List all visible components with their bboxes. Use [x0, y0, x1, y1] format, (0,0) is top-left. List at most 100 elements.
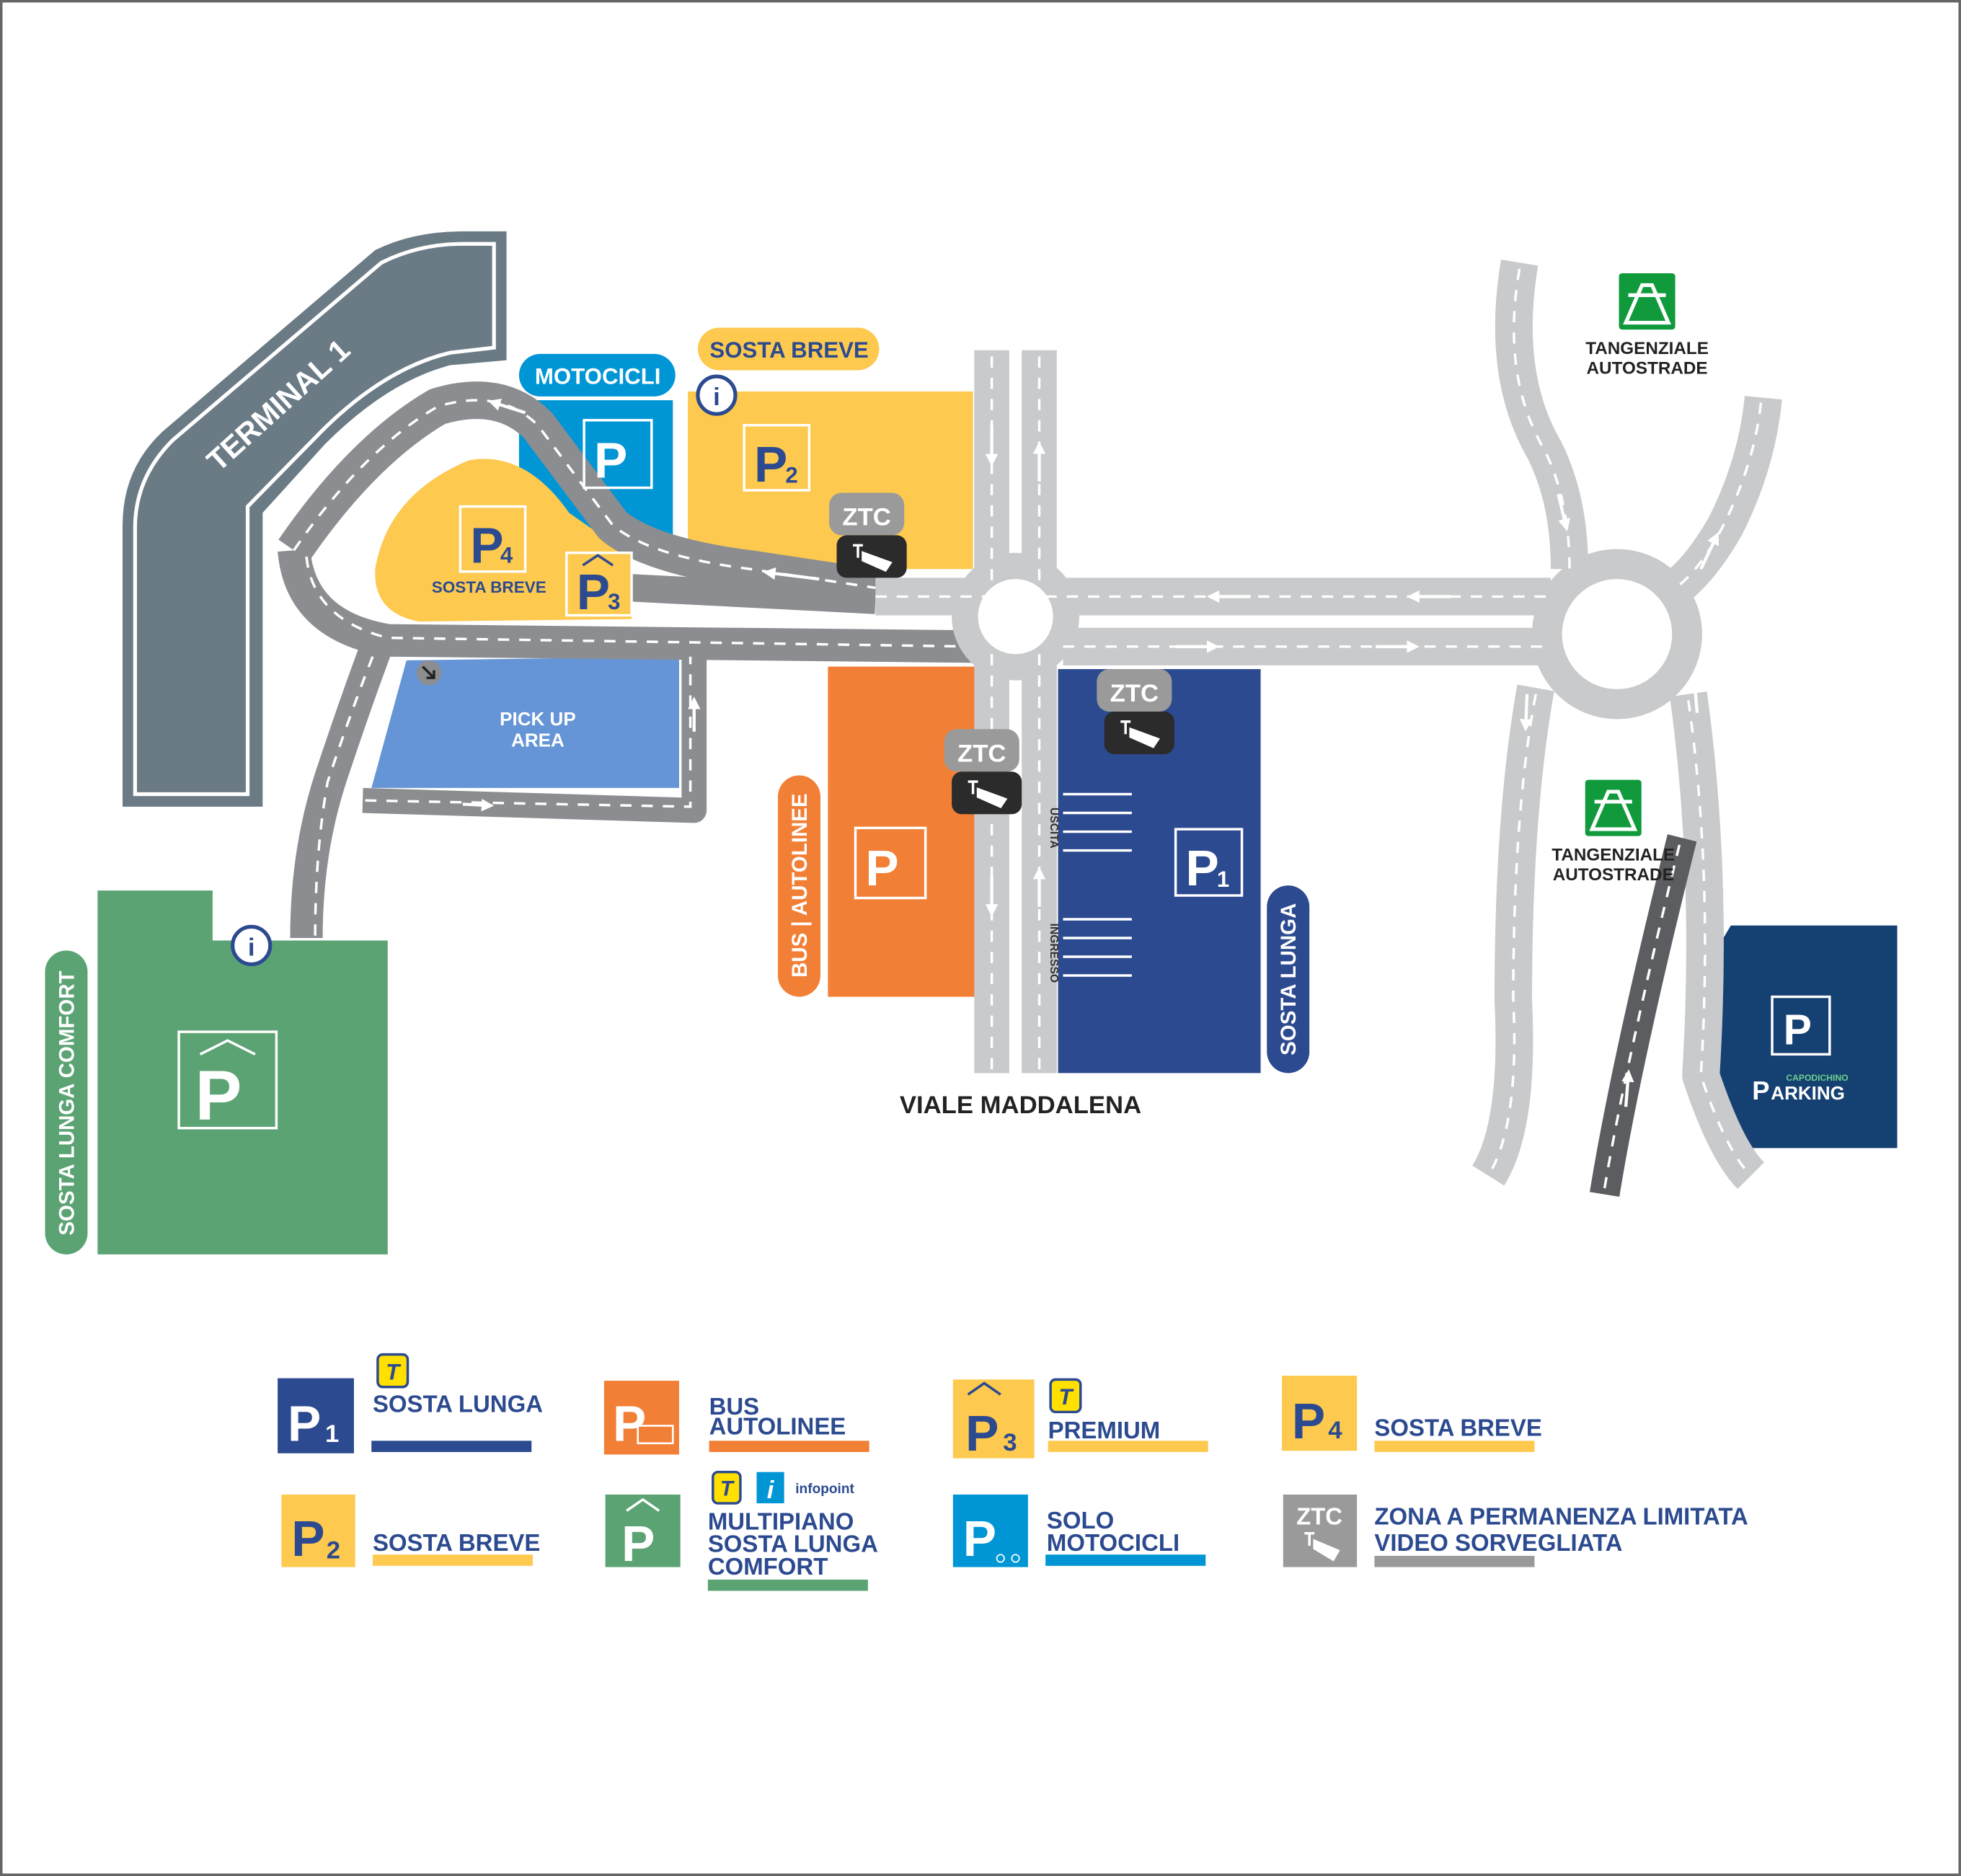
legend-t-badge-text: T	[720, 1477, 735, 1501]
ztc-camera-sign: ZTC	[944, 729, 1022, 815]
legend-multi-1-text: MULTIPIANO	[708, 1508, 854, 1534]
map-p-letter-text: P	[754, 436, 787, 492]
ingresso-label: INGRESSO	[1048, 924, 1060, 983]
map-n3-text: 3	[608, 589, 620, 614]
terminal-roads	[278, 381, 976, 939]
capodichino-area	[1701, 925, 1898, 1149]
ztc-camera-sign: ZTC	[1097, 669, 1174, 755]
p2-sign: P2	[743, 424, 811, 492]
camera-icon	[1304, 1531, 1340, 1562]
map-p-letter-text: P	[1784, 1006, 1812, 1053]
legend-i-badge-text: i	[767, 1477, 775, 1504]
map-p-letter-text: P	[291, 1510, 324, 1567]
legend-ztc-box-text: ZTC	[1296, 1503, 1342, 1530]
pickup-label-2: AREA	[511, 730, 565, 751]
legend-p2-text: SOSTA BREVE	[373, 1529, 540, 1556]
legend-bus-1-text: BUS	[709, 1393, 760, 1420]
p4-label: SOSTA BREVE	[432, 578, 546, 596]
p1-sign: P1	[1174, 828, 1244, 897]
bus-sign: P	[854, 826, 927, 900]
legend-p3-text: PREMIUM	[1048, 1417, 1161, 1443]
pickup-area	[371, 656, 679, 788]
uscita-label: USCITA	[1048, 808, 1060, 849]
legend-moto-1-text: SOLO	[1047, 1507, 1114, 1534]
map-p-letter-text: P	[613, 1395, 646, 1451]
comfort-pill: SOSTA LUNGA COMFORT	[45, 950, 88, 1255]
bus-pill-label: BUS | AUTOLINEE	[788, 793, 812, 977]
legend-item-motocicli: P SOLO MOTOCICLI	[952, 1494, 1206, 1567]
map-capodichino-small-text: CAPODICHINO	[1786, 1073, 1848, 1083]
map-info-text: i	[713, 384, 720, 411]
map-ztc-text: ZTC	[842, 504, 890, 531]
map-ztc-text: ZTC	[957, 740, 1006, 767]
legend-t-badge-text: T	[386, 1359, 402, 1384]
map-p-letter-text: P	[594, 433, 627, 489]
p3-sign: P3	[565, 551, 633, 620]
legend-item-bus: P BUS AUTOLINEE	[603, 1381, 869, 1455]
legend-moto-2-text: MOTOCICLI	[1047, 1529, 1179, 1556]
legend-p1-text: SOSTA LUNGA	[373, 1390, 543, 1417]
map-ztc-text: ZTC	[1110, 680, 1159, 707]
map-p-letter-text: P	[865, 840, 898, 896]
sosta-breve-pill: SOSTA BREVE	[697, 327, 880, 371]
map-p-letter-text: P	[963, 1510, 996, 1567]
map-p-letter-text: P	[288, 1395, 321, 1451]
info-icon: i	[231, 924, 273, 967]
legend-item-ztc: ZTC ZONA A PERMANENZA LIMITATA VIDEO SOR…	[1283, 1494, 1748, 1567]
highway-sign-north: TANGENZIALE AUTOSTRADE	[1585, 272, 1709, 379]
map-p-letter-text: P	[195, 1056, 242, 1135]
p4-sign: P4 SOSTA BREVE	[432, 505, 546, 596]
p2-area	[688, 391, 973, 570]
info-icon: i	[696, 374, 738, 416]
map-n2-text: 2	[785, 463, 797, 488]
viale-maddalena-roads	[875, 260, 1782, 1197]
motocicli-pill-label: MOTOCICLI	[535, 364, 661, 389]
map-p-letter-text: P	[470, 518, 503, 574]
capodichino-sign: P CAPODICHINO P ARKING	[1752, 995, 1849, 1105]
map-n4-text: 4	[1328, 1417, 1342, 1444]
comfort-sign: P	[177, 1030, 278, 1135]
motorway-icon	[1589, 789, 1638, 831]
comfort-area	[97, 890, 388, 1255]
legend-multi-2-text: SOSTA LUNGA	[708, 1531, 878, 1557]
bus-area	[828, 666, 978, 997]
map-p-letter-text: P	[965, 1405, 999, 1461]
map-n1-text: 1	[1217, 867, 1229, 892]
map-n3-text: 3	[1003, 1429, 1017, 1456]
map-highway-line1-text: TANGENZIALE	[1585, 339, 1709, 358]
legend-multi-3-text: COMFORT	[708, 1553, 828, 1580]
legend-bus-2-text: AUTOLINEE	[709, 1413, 846, 1440]
motocicli-sign: P	[583, 419, 653, 490]
map-p-letter-text: P	[621, 1516, 655, 1572]
highway-sign-south: TANGENZIALE AUTOSTRADE	[1551, 778, 1675, 885]
parking-stalls	[1063, 792, 1132, 977]
sosta-lunga-pill-label: SOSTA LUNGA	[1277, 903, 1301, 1056]
map-n2-text: 2	[327, 1536, 340, 1564]
legend-ztc-1-text: ZONA A PERMANENZA LIMITATA	[1374, 1503, 1748, 1530]
map-info-text: i	[248, 934, 255, 961]
legend-infopoint-text: infopoint	[795, 1482, 854, 1497]
map-capodichino-big-text: ARKING	[1771, 1082, 1845, 1104]
camera-icon	[968, 780, 1008, 809]
sosta-lunga-pill: SOSTA LUNGA	[1267, 885, 1310, 1074]
map-capodichino-big-p-text: P	[1752, 1076, 1769, 1105]
map-highway-line1-text: TANGENZIALE	[1551, 845, 1675, 864]
comfort-pill-label: SOSTA LUNGA COMFORT	[55, 970, 79, 1235]
map-highway-line2-text: AUTOSTRADE	[1553, 865, 1674, 885]
legend-item-multipiano: P T i infopoint MULTIPIANO SOSTA LUNGA C…	[605, 1470, 878, 1591]
pickup-label: PICK UP	[500, 708, 576, 730]
sosta-breve-pill-label: SOSTA BREVE	[709, 337, 868, 363]
arrow-icon	[416, 660, 442, 686]
bus-pill: BUS | AUTOLINEE	[777, 775, 820, 997]
legend-p4-text: SOSTA BREVE	[1374, 1414, 1541, 1441]
motorway-icon	[1623, 283, 1672, 325]
map-p-letter-text: P	[1185, 840, 1218, 896]
legend-ztc-2-text: VIDEO SORVEGLIATA	[1374, 1529, 1622, 1556]
camera-icon	[1120, 720, 1160, 748]
legend-t-badge-text: T	[1058, 1384, 1074, 1410]
